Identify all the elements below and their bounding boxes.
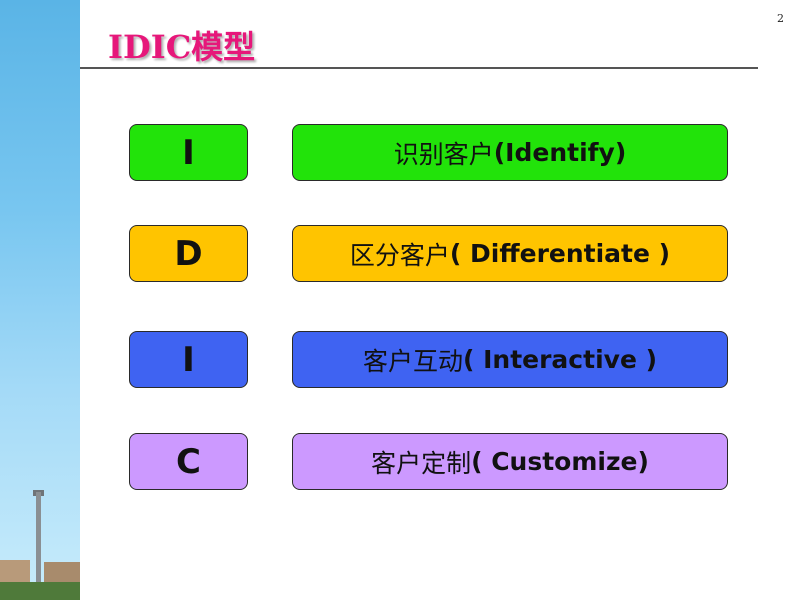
description-box-interactive: 客户互动( Interactive ) (292, 331, 728, 388)
letter-box-identify: I (129, 124, 248, 181)
title-divider (80, 67, 758, 69)
slide-title: IDIC模型 (108, 28, 256, 66)
side-decoration-image (0, 0, 80, 600)
tower-shape (36, 492, 41, 582)
description-en: ( Customize) (471, 447, 649, 476)
letter-box-interactive: I (129, 331, 248, 388)
letter-label: D (174, 233, 203, 274)
letter-label: I (182, 339, 195, 380)
trees-shape (0, 582, 80, 600)
description-en: ( Differentiate ) (449, 239, 671, 268)
page-number: 2 (777, 12, 784, 25)
letter-box-differentiate: D (129, 225, 248, 282)
description-en: (Identify) (493, 138, 627, 167)
description-cn: 客户互动 (362, 346, 463, 376)
description-cn: 区分客户 (349, 240, 450, 270)
description-cn: 识别客户 (393, 139, 494, 169)
letter-label: C (176, 441, 201, 482)
description-box-differentiate: 区分客户( Differentiate ) (292, 225, 728, 282)
description-box-identify: 识别客户(Identify) (292, 124, 728, 181)
description-cn: 客户定制 (371, 448, 472, 478)
description-box-customize: 客户定制( Customize) (292, 433, 728, 490)
letter-box-customize: C (129, 433, 248, 490)
description-en: ( Interactive ) (462, 345, 658, 374)
letter-label: I (182, 132, 195, 173)
